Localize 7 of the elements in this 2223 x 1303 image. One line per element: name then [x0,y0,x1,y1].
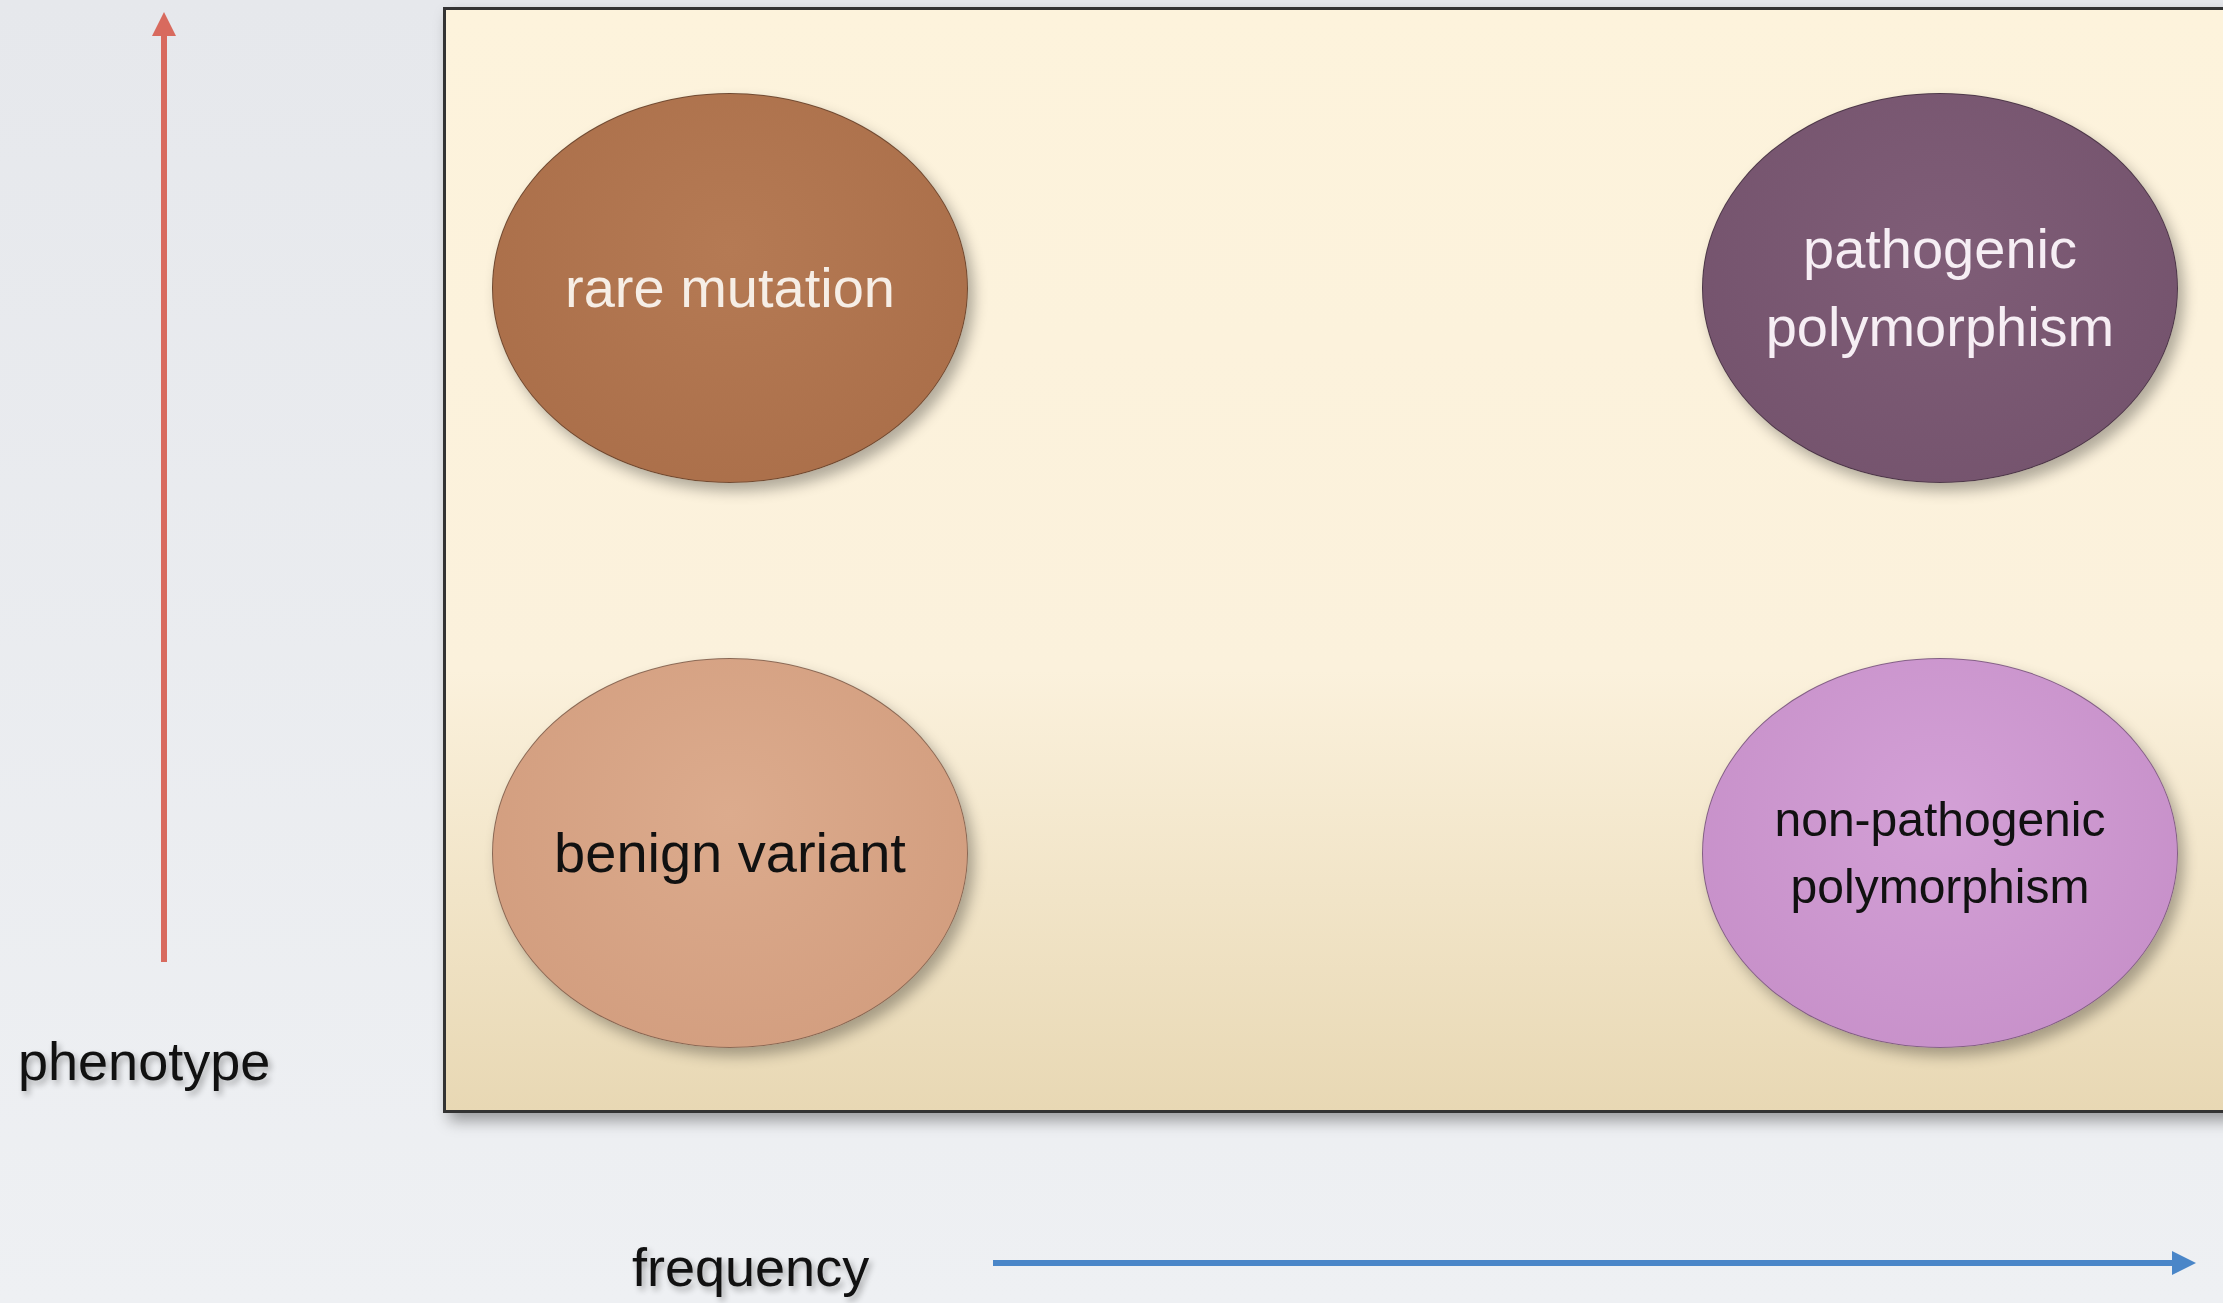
category-label: non-pathogenic polymorphism [1773,791,2107,915]
axis-label: phenotype [18,1030,271,1092]
category-label: pathogenic polymorphism [1764,215,2116,360]
axis-label: frequency [632,1236,870,1298]
category-label: rare mutation [565,254,895,321]
category-label: benign variant [554,819,906,886]
quadrant-panel [443,7,2223,1113]
